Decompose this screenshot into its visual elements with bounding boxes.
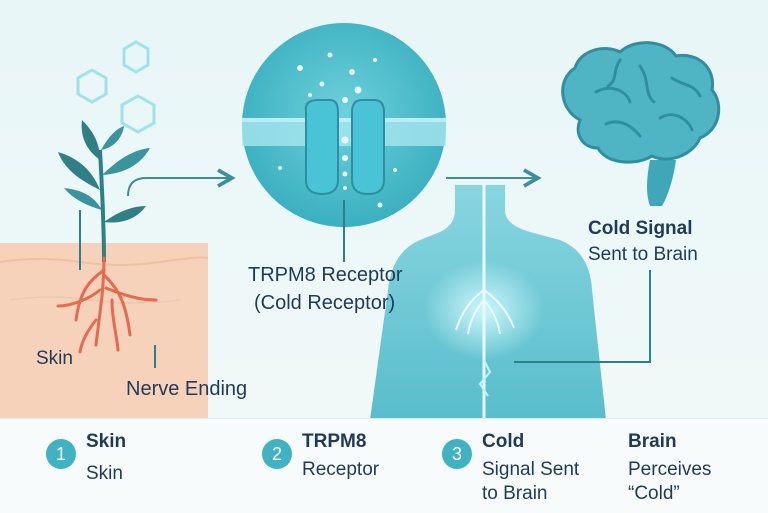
cold-signal-subtitle: Sent to Brain <box>588 244 698 265</box>
spinal-nerve-icon <box>424 185 544 420</box>
steps-bar: 1 Skin Skin 2 TRPM8 Receptor 3 Cold Sign… <box>0 418 768 513</box>
step-3-title: Cold <box>482 431 525 452</box>
hexagon-icon <box>76 40 156 134</box>
nerve-roots <box>56 256 158 354</box>
step-3-number: 3 <box>442 439 472 469</box>
receptor-circle-icon <box>242 23 446 227</box>
arrow-right-icon <box>127 168 236 197</box>
step-4-sub-line2: “Cold” <box>628 483 680 504</box>
step-1-number: 1 <box>46 439 76 469</box>
diagram-scene <box>0 23 721 420</box>
skin-texture <box>0 256 209 266</box>
step-1-title: Skin <box>86 431 127 452</box>
step-3-sub-line2: to Brain <box>482 483 548 504</box>
receptor-title: TRPM8 Receptor <box>248 264 403 286</box>
step-4-title: Brain <box>628 431 677 452</box>
skin-label: Skin <box>36 348 73 369</box>
signal-connector <box>514 270 651 363</box>
plant-icon <box>58 120 150 263</box>
brain-icon <box>561 41 721 206</box>
step-2-number: 2 <box>262 439 292 469</box>
nerve-ending-label: Nerve Ending <box>126 378 248 400</box>
step-2-title: TRPM8 <box>302 431 367 452</box>
cold-signal-title: Cold Signal <box>588 218 693 239</box>
receptor-subtitle: (Cold Receptor) <box>254 292 396 314</box>
step-4-sub-line1: Perceives <box>628 459 712 480</box>
step-1-sub: Skin <box>86 463 123 484</box>
step-3-sub-line1: Signal Sent <box>482 459 580 480</box>
step-2-sub: Receptor <box>302 459 380 480</box>
